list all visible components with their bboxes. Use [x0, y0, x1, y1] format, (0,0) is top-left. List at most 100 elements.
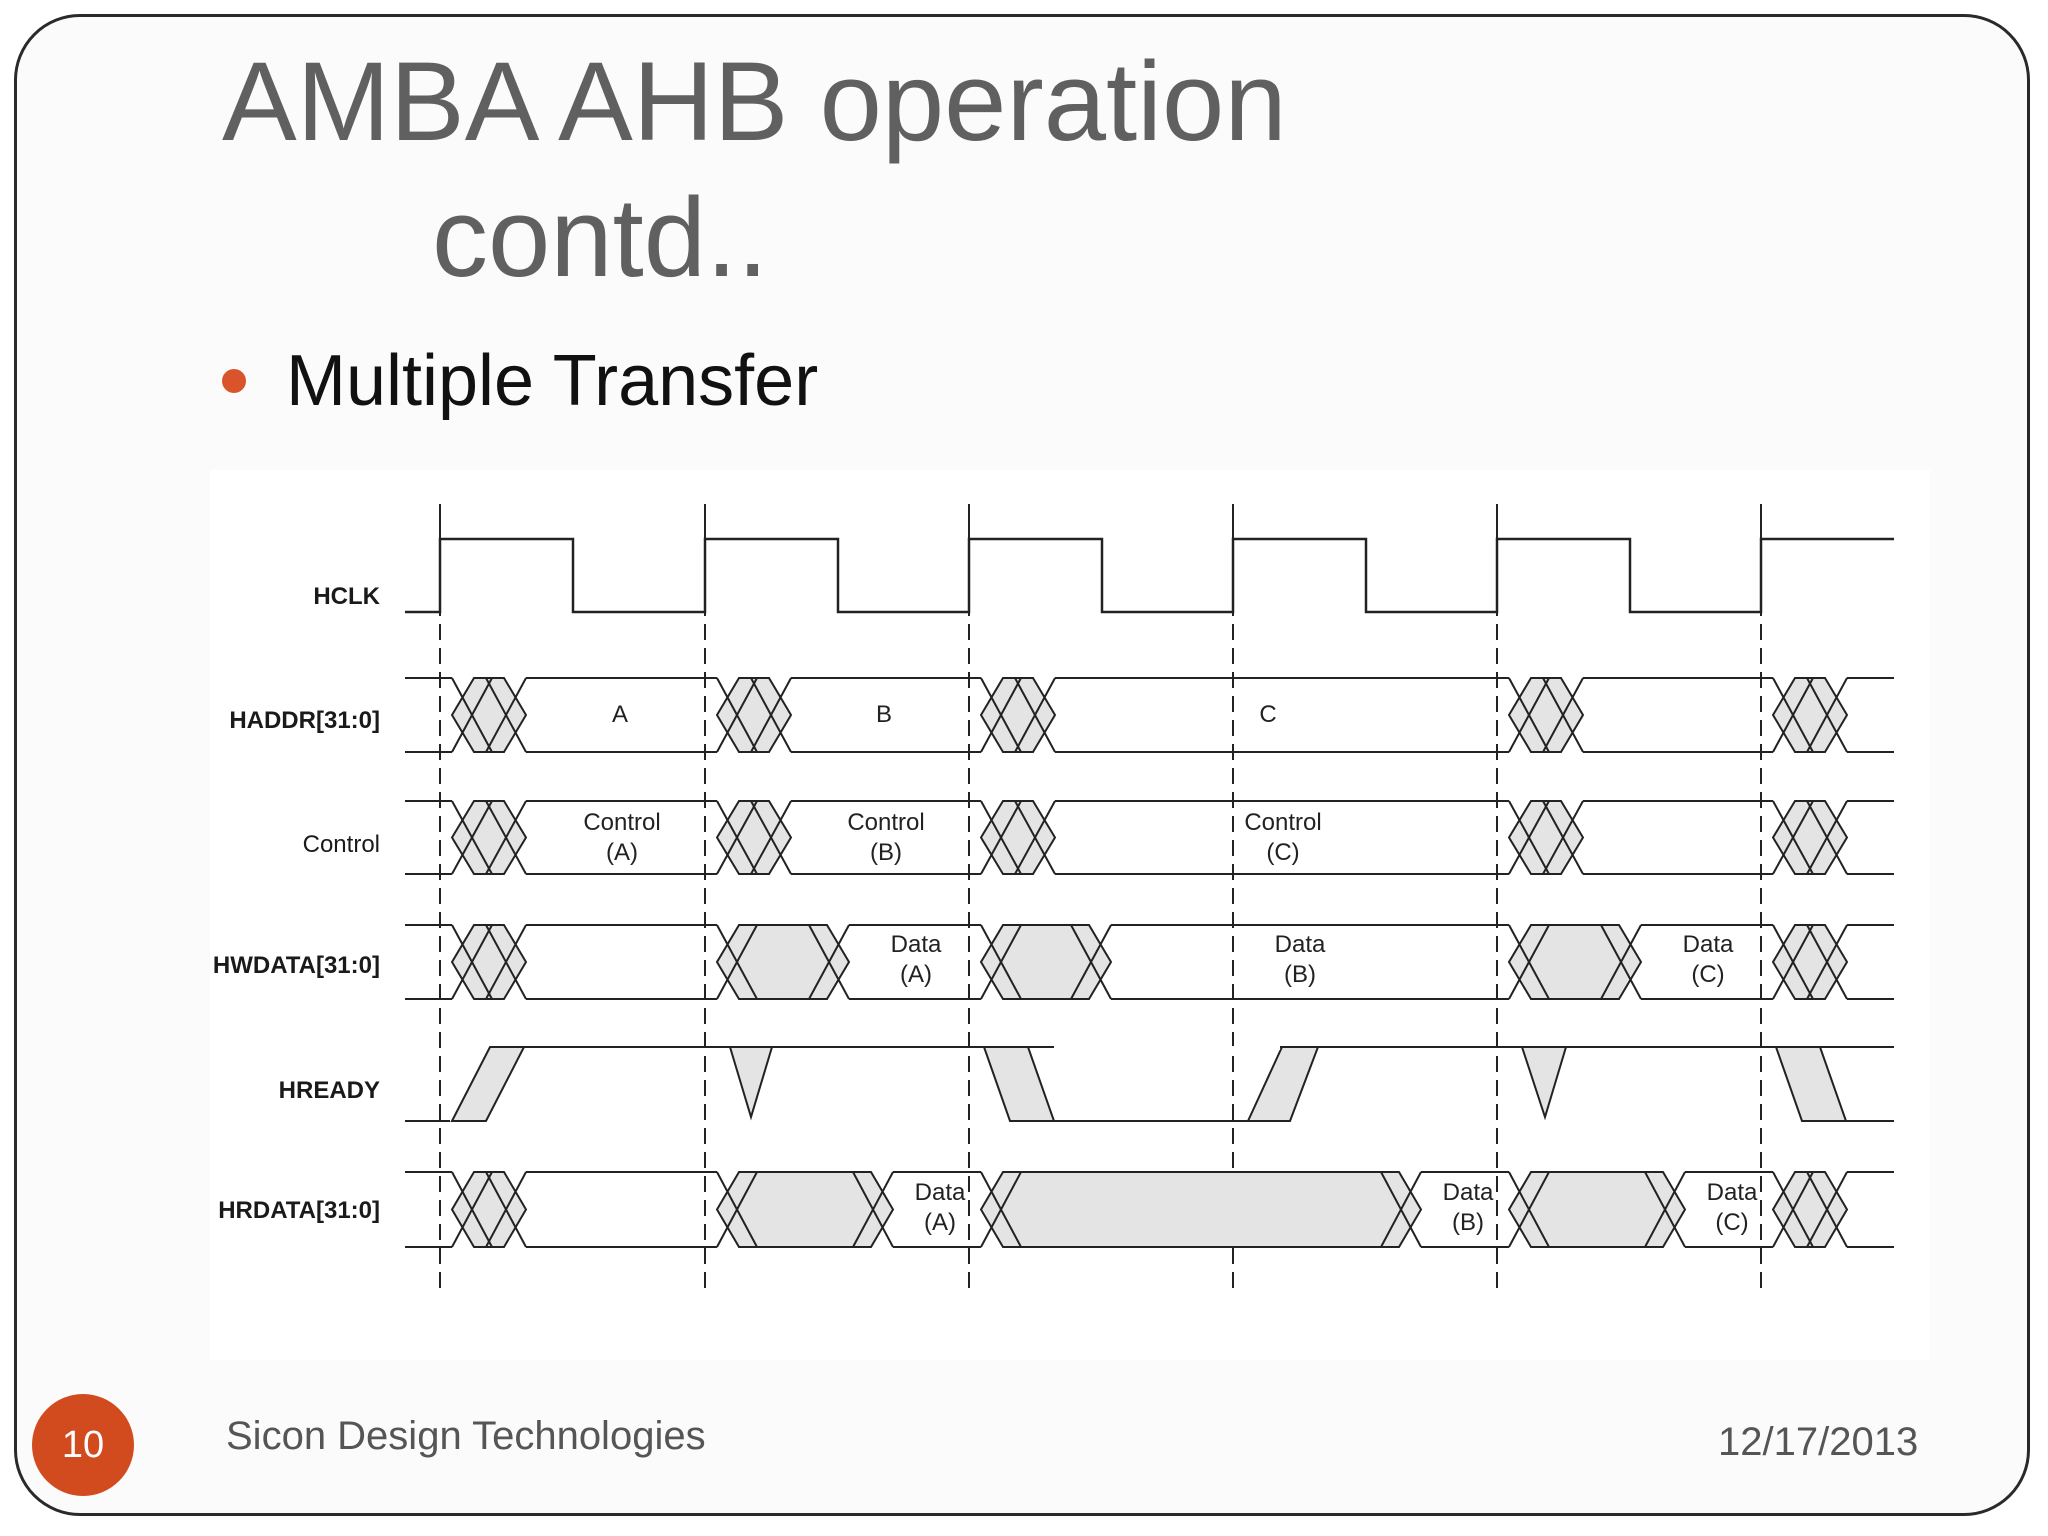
- hready-fall: [982, 1046, 1056, 1122]
- control-value-b-line1: Control: [847, 809, 924, 836]
- hrdata-row-cross: [1644, 1171, 1686, 1248]
- hwdata-value-b-line2: (B): [1284, 961, 1316, 988]
- hrdata-value-c-line2: (C): [1715, 1209, 1748, 1236]
- hwdata-row-transition: [1771, 924, 1849, 1000]
- control-row-cross: [1806, 800, 1848, 875]
- hrdata-row-cross: [852, 1171, 894, 1248]
- hrdata-row-cross: [451, 1171, 493, 1248]
- page-number-badge: 10: [32, 1394, 134, 1496]
- waveforms: [405, 504, 1894, 1296]
- hready-rise: [450, 1046, 526, 1122]
- hwdata-row-transition: [1507, 924, 1643, 1000]
- control-value-c-line1: Control: [1244, 809, 1321, 836]
- hready-glitch: [1520, 1046, 1568, 1121]
- hready-glitch: [728, 1046, 774, 1121]
- bullet-text: Multiple Transfer: [286, 341, 819, 421]
- hrdata-row-cross: [1772, 1171, 1814, 1248]
- haddr-value-a: A: [612, 701, 628, 728]
- control-value-b-line2: (B): [870, 839, 902, 866]
- hwdata-row-cross: [1070, 924, 1112, 1000]
- slide-title: AMBA AHB operation contd..: [222, 34, 1422, 306]
- control-row-transition: [450, 800, 528, 875]
- hrdata-row-cross: [980, 1171, 1022, 1248]
- hwdata-value-a-line2: (A): [900, 961, 932, 988]
- haddr-value-c: C: [1259, 701, 1276, 728]
- hwdata-value-c-line1: Data: [1683, 931, 1734, 958]
- hrdata-row-cross: [1380, 1171, 1422, 1248]
- hrdata-row-cross: [1806, 1171, 1848, 1248]
- control-value-a-line2: (A): [606, 839, 638, 866]
- haddr-row-cross: [750, 677, 792, 753]
- hrdata-row-transition: [1507, 1171, 1687, 1248]
- control-row-cross: [1772, 800, 1814, 875]
- haddr-row-cross: [451, 677, 493, 753]
- control-row-transition: [1771, 800, 1849, 875]
- hrdata-row-cross: [485, 1171, 527, 1248]
- hrdata-value-b-line1: Data: [1443, 1179, 1494, 1206]
- haddr-row-transition: [979, 677, 1057, 753]
- hrdata-value-c-line1: Data: [1707, 1179, 1758, 1206]
- slide-title-line2: contd..: [432, 175, 769, 300]
- hclk-waveform: [405, 537, 1894, 614]
- signal-label-haddr: HADDR[31:0]: [229, 707, 380, 734]
- hrdata-row-transition: [450, 1171, 528, 1248]
- hwdata-value-c-line2: (C): [1691, 961, 1724, 988]
- hwdata-value-b-line1: Data: [1275, 931, 1326, 958]
- hrdata-row-cross: [1508, 1171, 1550, 1248]
- control-row-cross: [451, 800, 493, 875]
- footer-date: 12/17/2013: [1718, 1420, 1919, 1464]
- hwdata-row-cross: [980, 924, 1022, 1000]
- signal-label-hready: HREADY: [279, 1077, 380, 1104]
- hwdata-value-a-line1: Data: [891, 931, 942, 958]
- signal-label-control: Control: [303, 831, 380, 858]
- signal-label-hclk: HCLK: [313, 583, 380, 610]
- control-row-transition: [979, 800, 1057, 875]
- slide-title-line1: AMBA AHB operation: [222, 39, 1287, 164]
- hwdata-row-cross: [1806, 924, 1848, 1000]
- hrdata-row-cross: [716, 1171, 758, 1248]
- control-row-transition: [715, 800, 793, 875]
- haddr-row-transition: [450, 677, 528, 753]
- haddr-row-cross: [1014, 677, 1056, 753]
- hrdata-value-b-line2: (B): [1452, 1209, 1484, 1236]
- hwdata-row-transition: [979, 924, 1113, 1000]
- signal-label-hwdata: HWDATA[31:0]: [213, 952, 380, 979]
- hwdata-row-cross: [716, 924, 758, 1000]
- hwdata-row-cross: [451, 924, 493, 1000]
- haddr-row-cross: [980, 677, 1022, 753]
- haddr-row-cross: [1806, 677, 1848, 753]
- hrdata-value-a-line1: Data: [915, 1179, 966, 1206]
- hrdata-row-transition: [715, 1171, 895, 1248]
- control-row-cross: [1508, 800, 1550, 875]
- signal-label-hrdata: HRDATA[31:0]: [218, 1197, 380, 1224]
- haddr-row-cross: [485, 677, 527, 753]
- haddr-row-cross: [716, 677, 758, 753]
- control-row-cross: [980, 800, 1022, 875]
- hwdata-row-transition: [715, 924, 851, 1000]
- hwdata-row-cross: [1772, 924, 1814, 1000]
- haddr-row-transition: [1507, 677, 1585, 753]
- hrdata-value-a-line2: (A): [924, 1209, 956, 1236]
- hwdata-row-cross: [808, 924, 850, 1000]
- hwdata-row-transition: [450, 924, 528, 1000]
- footer-company: Sicon Design Technologies: [226, 1414, 706, 1458]
- hwdata-row-cross: [1508, 924, 1550, 1000]
- hready-fall: [1774, 1046, 1848, 1122]
- control-row-cross: [1542, 800, 1584, 875]
- haddr-row-cross: [1772, 677, 1814, 753]
- hwdata-row-cross: [485, 924, 527, 1000]
- hrdata-row-transition: [979, 1171, 1423, 1248]
- control-row-cross: [1014, 800, 1056, 875]
- haddr-row-cross: [1508, 677, 1550, 753]
- hwdata-row-cross: [1600, 924, 1642, 1000]
- control-row-cross: [750, 800, 792, 875]
- control-value-a-line1: Control: [583, 809, 660, 836]
- haddr-row-transition: [1771, 677, 1849, 753]
- hrdata-row-transition: [1771, 1171, 1849, 1248]
- bullet-item: Multiple Transfer: [222, 340, 818, 422]
- control-row-cross: [485, 800, 527, 875]
- control-value-c-line2: (C): [1266, 839, 1299, 866]
- bullet-dot-icon: [222, 369, 246, 393]
- haddr-row-transition: [715, 677, 793, 753]
- control-row-cross: [716, 800, 758, 875]
